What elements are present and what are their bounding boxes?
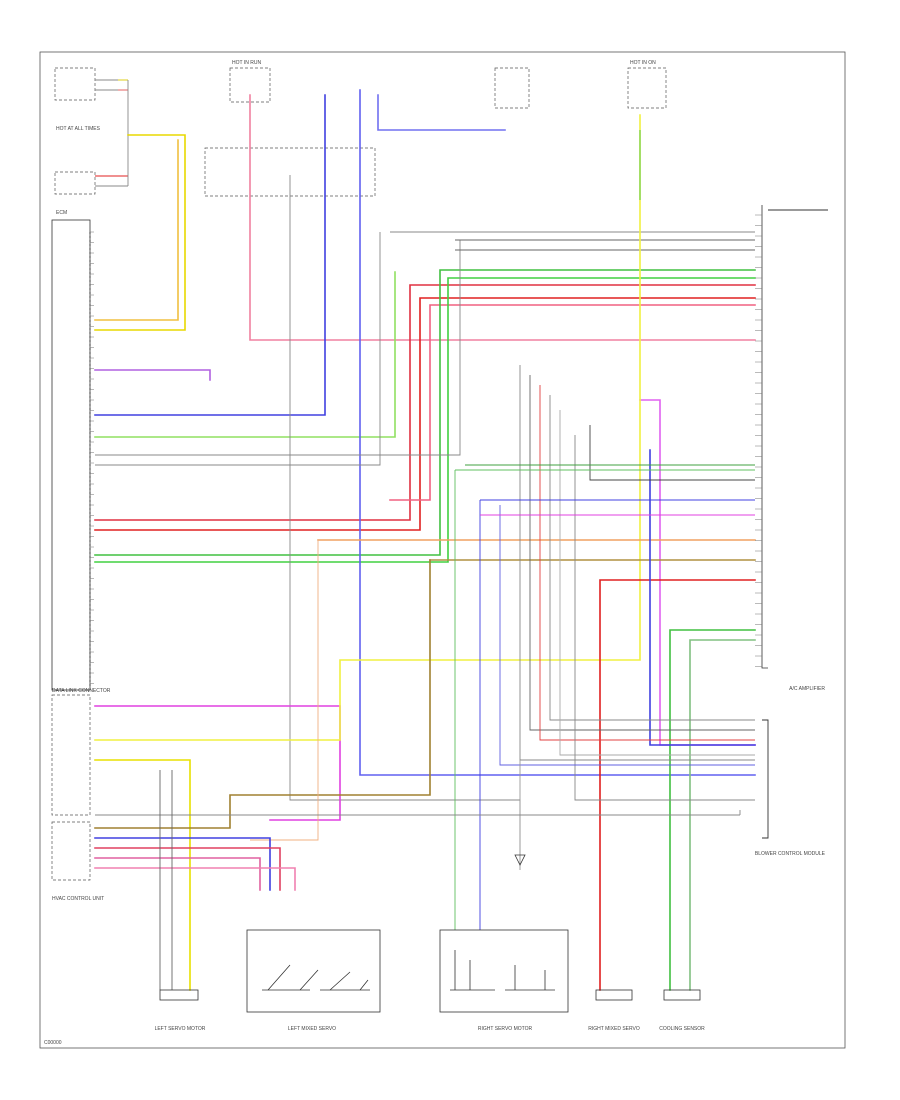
amp-pin-ticks	[755, 214, 762, 667]
left-servo-symbol: LEFT SERVO MOTOR	[155, 989, 206, 1032]
ecm-connector	[51, 219, 91, 691]
top-center-fuse-blocks	[204, 67, 667, 197]
blower-label: BLOWER CONTROL MODULE	[755, 851, 826, 857]
top-left-fuse-block	[54, 67, 129, 195]
hot-in-run-label: HOT IN RUN	[232, 60, 261, 66]
relay-label: HOT AT ALL TIMES	[56, 126, 101, 132]
right-servo-symbol: RIGHT SERVO MOTOR	[439, 929, 569, 1032]
dlc-label: DATA LINK CONNECTOR	[52, 688, 111, 694]
cooling-sensor-symbol: COOLING SENSOR	[659, 989, 705, 1032]
svg-text:RIGHT MIXED SERVO: RIGHT MIXED SERVO	[588, 1026, 640, 1032]
svg-text:LEFT SERVO MOTOR: LEFT SERVO MOTOR	[155, 1026, 206, 1032]
left-mixed-servo-symbol: LEFT MIXED SERVO	[246, 929, 381, 1032]
footer-code: C00000	[44, 1040, 62, 1046]
ac-amp-label: A/C AMPLIFIER	[789, 686, 825, 692]
right-mixed-servo-symbol: RIGHT MIXED SERVO	[588, 989, 640, 1032]
ecm-pin-ticks	[90, 231, 94, 684]
ground-symbol	[514, 854, 526, 866]
hvac-label: HVAC CONTROL UNIT	[52, 896, 104, 902]
svg-text:COOLING SENSOR: COOLING SENSOR	[659, 1026, 705, 1032]
ecm-label: ECM	[56, 210, 67, 216]
diagram-frame	[39, 51, 846, 1049]
svg-text:RIGHT SERVO MOTOR: RIGHT SERVO MOTOR	[478, 1026, 533, 1032]
svg-text:LEFT MIXED SERVO: LEFT MIXED SERVO	[288, 1026, 336, 1032]
hvac-control-connector	[51, 694, 91, 881]
ac-amplifier-connector	[761, 205, 828, 839]
hot-in-on-label: HOT IN ON	[630, 60, 656, 66]
